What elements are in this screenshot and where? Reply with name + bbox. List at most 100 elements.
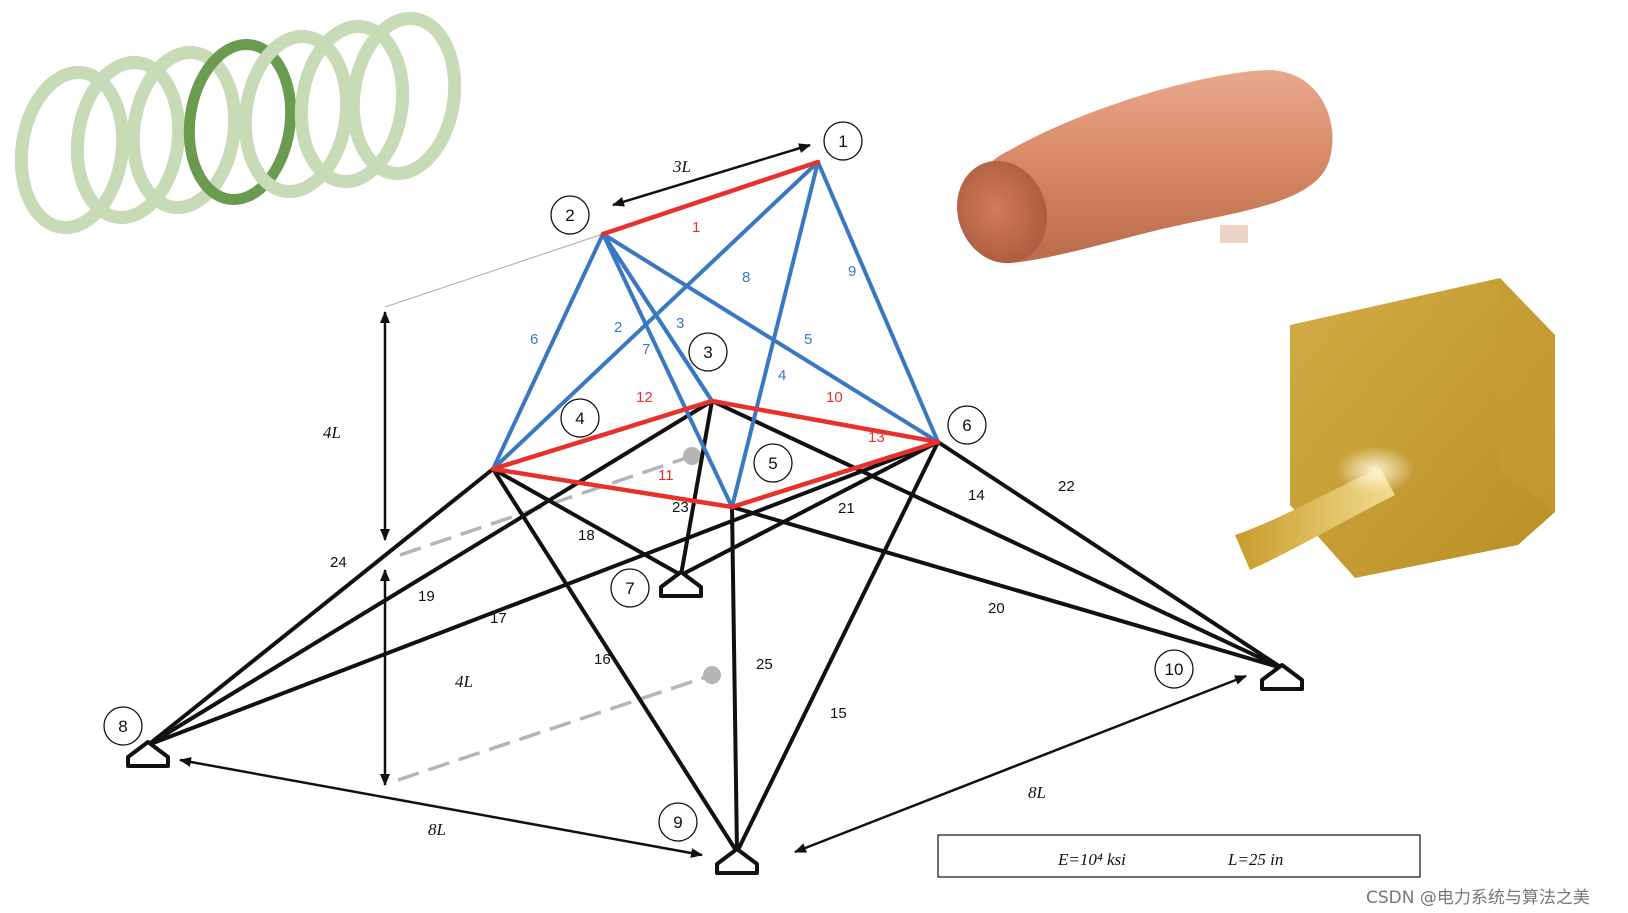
reference-dashed-lines <box>397 447 721 782</box>
member-label-19: 19 <box>418 588 435 605</box>
node-5: 5 <box>753 443 793 483</box>
member-1 <box>600 159 821 237</box>
spring-coil-1 <box>14 65 130 235</box>
node-9: 9 <box>658 802 698 842</box>
spring-coil-5 <box>238 29 354 199</box>
dashed-line-lower-dot <box>703 666 721 684</box>
member-label-9: 9 <box>848 263 856 280</box>
node-label-2: 2 <box>565 206 574 225</box>
node-2: 2 <box>550 195 590 235</box>
dim-label-top_span: 3L <box>672 157 691 176</box>
member-label-8: 8 <box>742 269 750 286</box>
node-label-7: 7 <box>625 579 634 598</box>
node-1: 1 <box>823 121 863 161</box>
member-label-23: 23 <box>672 499 689 516</box>
member-16 <box>491 467 739 854</box>
dim-base-right-arrow <box>794 674 1247 854</box>
member-23 <box>679 399 714 577</box>
solid-block-illustration <box>1235 278 1555 578</box>
dim-label-upper_height: 4L <box>323 423 341 442</box>
spring-coil-2 <box>70 55 186 225</box>
member-20 <box>730 505 1284 670</box>
member-label-4: 4 <box>778 367 786 384</box>
node-circle-1 <box>823 121 863 161</box>
member-2 <box>601 232 734 509</box>
member-label-14: 14 <box>968 487 985 504</box>
member-9 <box>816 160 940 444</box>
member-label-17: 17 <box>490 610 507 627</box>
node-circle-7 <box>610 568 650 608</box>
node-label-6: 6 <box>962 416 971 435</box>
cylinder-illustration <box>956 70 1333 264</box>
spring-illustration <box>14 11 462 235</box>
modulus-text: E=10⁴ ksi <box>1057 850 1126 869</box>
member-label-16: 16 <box>594 651 611 668</box>
dim-label-lower_height: 4L <box>455 672 473 691</box>
member-label-22: 22 <box>1058 478 1075 495</box>
node-label-1: 1 <box>838 132 847 151</box>
node-label-4: 4 <box>575 409 584 428</box>
properties-box: E=10⁴ ksi L=25 in <box>937 834 1421 878</box>
node-8: 8 <box>103 706 143 746</box>
member-label-12: 12 <box>636 389 653 406</box>
spring-coil-7 <box>346 11 462 181</box>
member-label-6: 6 <box>530 331 538 348</box>
node-label-10: 10 <box>1165 660 1184 679</box>
node-10: 10 <box>1154 649 1194 689</box>
watermark: CSDN @电力系统与算法之美 <box>1366 888 1590 908</box>
member-label-10: 10 <box>826 389 843 406</box>
node-label-3: 3 <box>703 343 712 362</box>
node-3: 3 <box>688 332 728 372</box>
member-label-13: 13 <box>868 429 885 446</box>
support-10 <box>1260 663 1304 691</box>
support-8 <box>126 740 170 768</box>
dim-label-base_left: 8L <box>428 820 446 839</box>
support-9 <box>715 847 759 875</box>
member-12 <box>490 398 715 472</box>
member-label-7: 7 <box>642 341 650 358</box>
member-15 <box>735 440 940 854</box>
dashed-line-upper <box>399 454 693 557</box>
member-13 <box>729 439 941 510</box>
node-circle-6 <box>947 405 987 445</box>
member-7 <box>601 232 714 403</box>
node-label-8: 8 <box>118 717 127 736</box>
dim-base-left-arrow <box>179 757 703 858</box>
member-10 <box>709 398 941 445</box>
length-text: L=25 in <box>1227 850 1283 869</box>
member-label-3: 3 <box>676 315 684 332</box>
member-21 <box>679 440 940 577</box>
node-circle-2 <box>550 195 590 235</box>
node-circle-4 <box>560 398 600 438</box>
member-label-20: 20 <box>988 600 1005 617</box>
member-label-24: 24 <box>330 554 347 571</box>
dashed-line-lower <box>397 673 713 782</box>
member-6 <box>491 232 605 471</box>
dim-extension-line <box>384 233 604 308</box>
node-label-5: 5 <box>768 454 777 473</box>
properties-frame <box>937 834 1421 878</box>
member-17 <box>146 399 714 747</box>
member-label-25: 25 <box>756 656 773 673</box>
node-circle-5 <box>753 443 793 483</box>
member-24 <box>146 467 495 747</box>
member-4 <box>730 160 820 509</box>
member-11 <box>490 466 735 510</box>
node-label-9: 9 <box>673 813 682 832</box>
member-18 <box>491 467 683 577</box>
node-4: 4 <box>560 398 600 438</box>
node-circle-10 <box>1154 649 1194 689</box>
node-circle-8 <box>103 706 143 746</box>
member-label-18: 18 <box>578 527 595 544</box>
member-label-1: 1 <box>692 219 700 236</box>
dim-top-span-arrow <box>612 143 811 207</box>
member-25 <box>730 505 739 854</box>
support-7 <box>659 570 703 598</box>
node-circle-3 <box>688 332 728 372</box>
member-5 <box>601 232 940 444</box>
